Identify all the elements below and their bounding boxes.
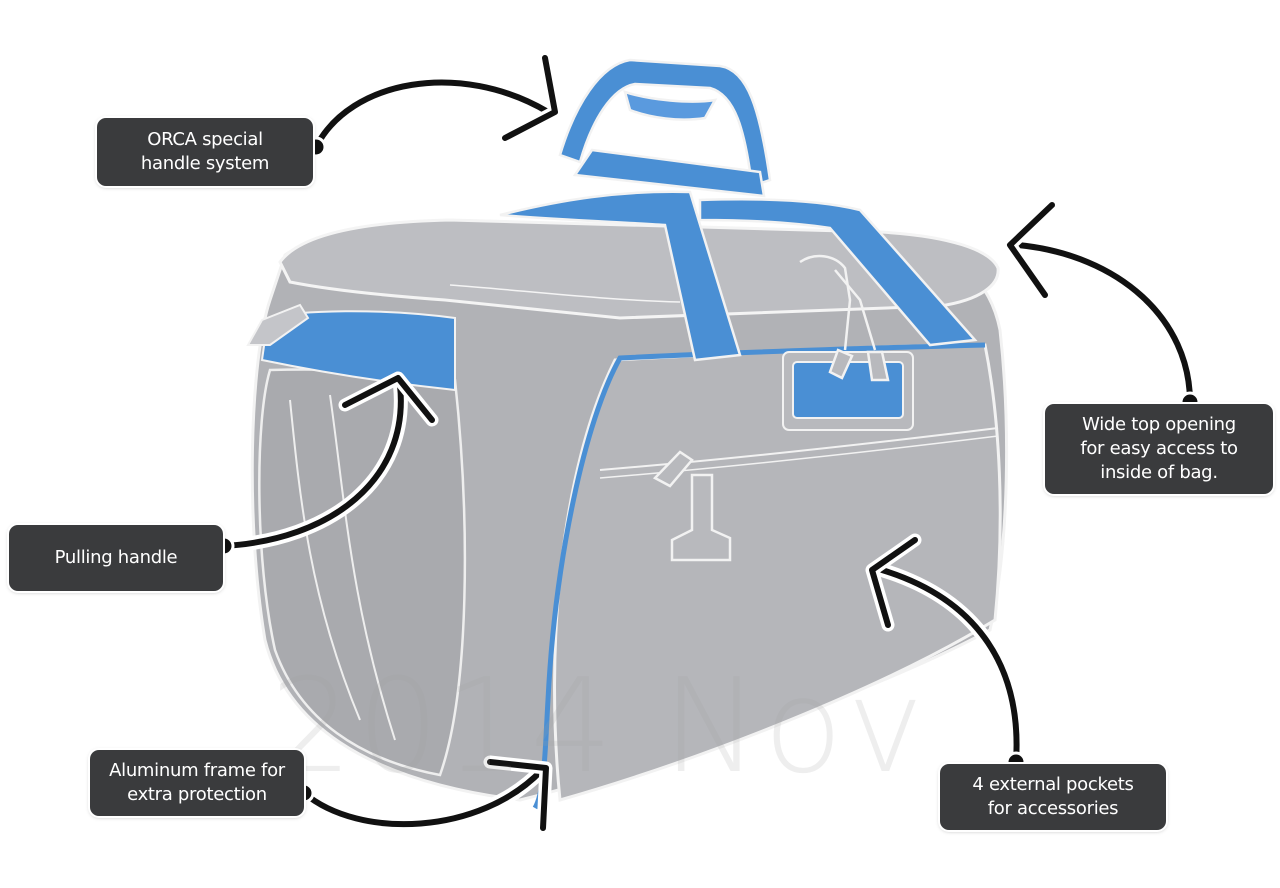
callout-line: handle system [140, 153, 270, 174]
callout-arrows [213, 51, 1201, 835]
callout-line: Wide top opening [1082, 414, 1236, 435]
top-opening-arrow [1003, 198, 1201, 413]
side-blue-band [260, 310, 456, 392]
callout-line: for easy access to [1080, 438, 1238, 459]
right-strap [698, 198, 978, 347]
callout-line: extra protection [127, 784, 267, 805]
callout-pulling-handle: Pulling handle [9, 525, 223, 591]
aluminum-frame-piping [532, 342, 986, 810]
watermark: 2014 Nov [270, 650, 928, 802]
left-strap [499, 190, 742, 362]
callout-line: 4 external pockets [972, 774, 1134, 795]
callout-line: ORCA special [147, 129, 263, 150]
callout-line: Pulling handle [54, 547, 178, 568]
callout-line: for accessories [987, 798, 1119, 819]
top-zipper-pulls [799, 254, 890, 382]
frame-arrow [293, 755, 553, 835]
front-zipper-pull [652, 450, 732, 562]
handle-arrow [305, 51, 562, 158]
bag-lid [278, 218, 1000, 320]
orca-handle [558, 58, 772, 198]
callout-handle-system: ORCA special handle system [97, 118, 313, 186]
callout-line: Aluminum frame for [109, 760, 285, 781]
callout-external-pockets: 4 external pockets for accessories [940, 764, 1166, 830]
pulling-handle-arrow [213, 371, 439, 557]
callout-line: inside of bag. [1100, 462, 1218, 483]
pockets-arrow [865, 533, 1027, 773]
callout-aluminum-frame: Aluminum frame for extra protection [90, 750, 304, 816]
bag-illustration [246, 58, 1009, 810]
callout-top-opening: Wide top opening for easy access to insi… [1045, 404, 1273, 494]
